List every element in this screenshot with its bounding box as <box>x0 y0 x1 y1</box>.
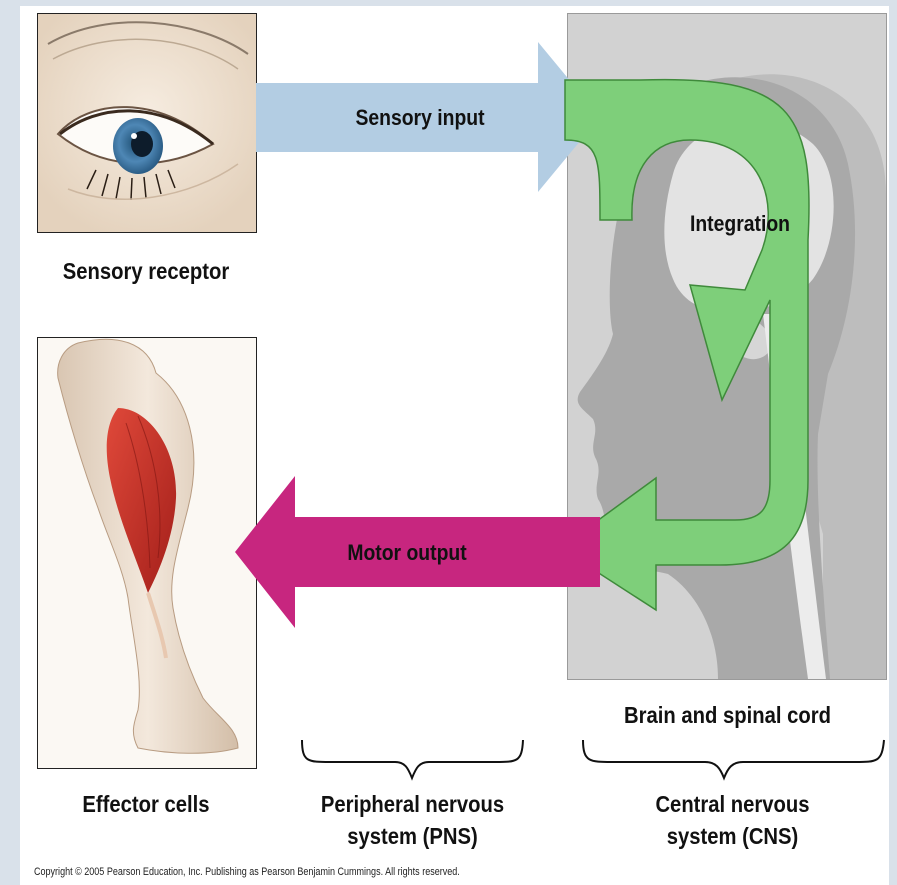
integration-label: Integration <box>652 211 828 237</box>
cns-caption-line2: system (CNS) <box>616 823 849 850</box>
cns-caption-line1: Central nervous <box>616 791 849 818</box>
pns-brace <box>302 740 523 778</box>
sensory-receptor-caption: Sensory receptor <box>50 258 242 285</box>
pns-caption-line2: system (PNS) <box>296 823 529 850</box>
brain-spinal-cord-caption: Brain and spinal cord <box>607 702 849 729</box>
motor-output-label: Motor output <box>319 540 495 566</box>
pns-caption-line1: Peripheral nervous <box>296 791 529 818</box>
copyright-notice: Copyright © 2005 Pearson Education, Inc.… <box>34 866 460 878</box>
sensory-input-label: Sensory input <box>332 105 508 131</box>
cns-brace <box>583 740 884 778</box>
effector-cells-caption: Effector cells <box>50 791 242 818</box>
